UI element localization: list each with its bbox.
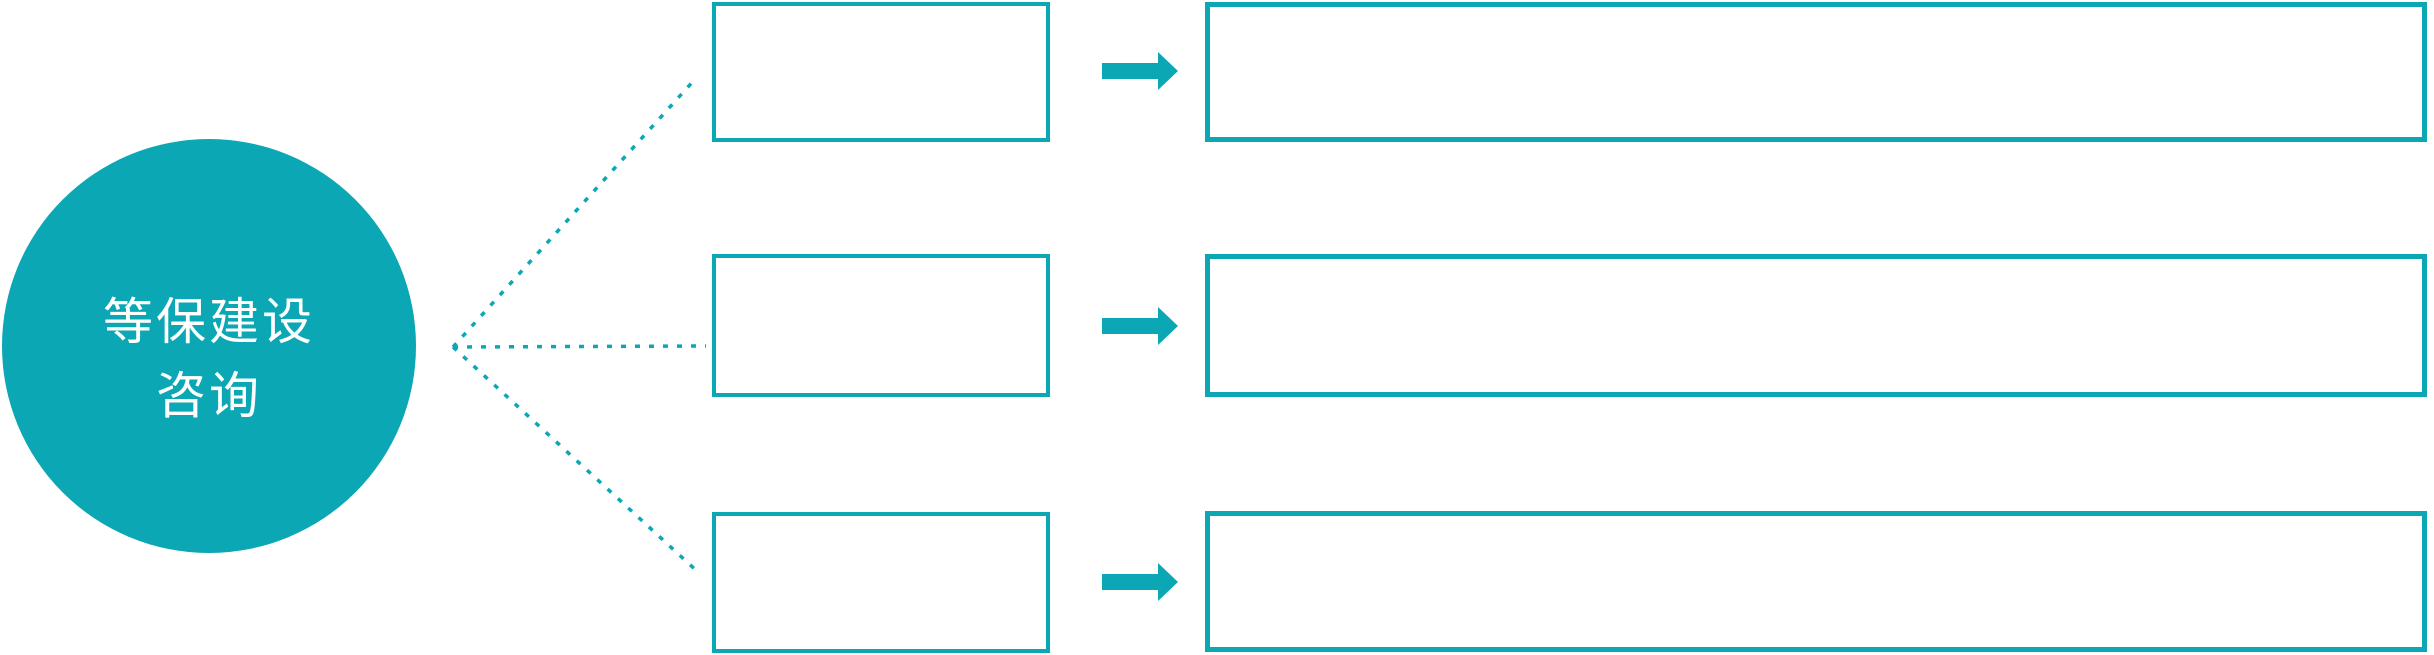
topic-circle: 等保建设 咨询 [2,139,416,553]
topic-circle-label-line2: 咨询 [156,368,262,424]
arrow-right-icon-3 [1102,563,1178,601]
dotted-line-to-row2 [452,344,707,349]
arrow-right-icon-1 [1102,52,1178,90]
topic-circle-label-line1: 等保建设 [103,294,315,350]
step-box-1 [712,2,1050,142]
detail-box-3 [1205,511,2427,652]
dotted-line-to-row1 [451,75,699,349]
detail-box-1 [1205,2,2427,142]
topic-circle-label: 等保建设 咨询 [103,285,315,433]
step-box-2 [712,254,1050,397]
step-box-3 [712,512,1050,653]
detail-box-2 [1205,254,2427,397]
dotted-line-to-row3 [451,345,701,575]
arrow-right-icon-2 [1102,307,1178,345]
